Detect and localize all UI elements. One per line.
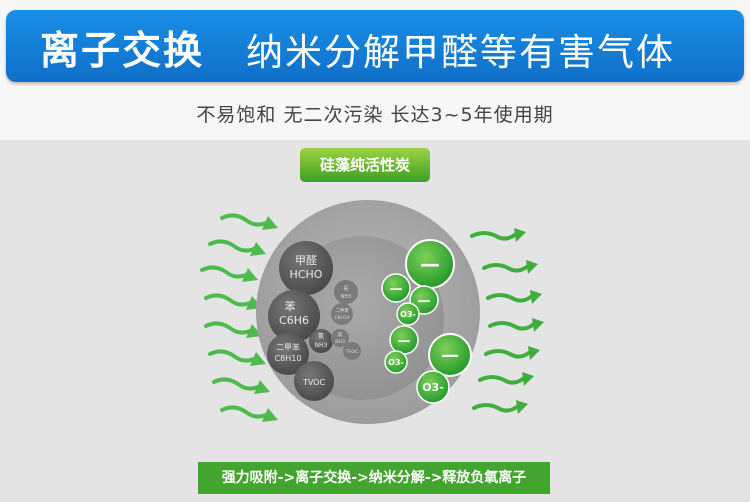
- molecule-c6h6: 苯 C6H6: [268, 290, 320, 342]
- c6h6-label: C6H6: [279, 314, 309, 327]
- banner-title: 离子交换: [40, 29, 205, 74]
- process-bar: 强力吸附->离子交换->纳米分解->释放负氧离子: [198, 462, 550, 494]
- right-arrow-icon: [488, 318, 544, 332]
- ion-o3-label: O3-: [422, 381, 444, 394]
- right-arrow-icon: [470, 228, 526, 242]
- adsorption-illustration: 甲醛 HCHO 苯 C6H6 二甲苯 C8H10 TVOC 氨 NH3: [200, 200, 544, 424]
- incoming-arrows: [200, 213, 278, 422]
- molecule-nh3-small: 氨 NH3: [334, 280, 358, 304]
- small-nh3-label: NH3: [341, 294, 352, 300]
- left-arrow-icon: [204, 293, 262, 310]
- negative-ion-large: —: [428, 333, 472, 377]
- left-arrow-icon: [220, 405, 278, 422]
- ion-minus-label: —: [420, 252, 440, 276]
- ion-minus-label: —: [441, 345, 459, 366]
- negative-ion: —: [409, 285, 439, 315]
- nh3-cn-label: 氨: [318, 332, 324, 340]
- ozone-ion: O3-: [416, 370, 450, 404]
- small-nh3-b-label: NH3: [335, 339, 345, 345]
- c6h6-cn-label: 苯: [285, 299, 296, 313]
- left-arrow-icon: [200, 265, 258, 282]
- left-arrow-icon: [204, 321, 262, 338]
- illustration-section: 甲醛 HCHO 苯 C6H6 二甲苯 C8H10 TVOC 氨 NH3: [0, 140, 750, 502]
- ion-o3-label: O3-: [400, 310, 416, 319]
- left-arrow-icon: [208, 239, 266, 256]
- left-arrow-icon: [212, 377, 270, 394]
- tvoc-label: TVOC: [302, 378, 326, 387]
- right-arrow-icon: [478, 372, 534, 386]
- outgoing-arrows: [470, 228, 544, 414]
- molecule-tvoc-small: TVOC: [343, 342, 361, 360]
- small-nh3-cn-label: 氨: [343, 285, 348, 292]
- ozone-ion: O3-: [384, 350, 408, 374]
- molecule-c8h10-small: 二甲苯 C8H10: [331, 303, 353, 325]
- c8h10-cn-label: 二甲苯: [276, 342, 300, 352]
- molecule-hcho: 甲醛 HCHO: [279, 241, 333, 295]
- negative-ion: —: [381, 273, 411, 303]
- negative-ion-large: —: [405, 239, 455, 289]
- material-label: 硅藻纯活性炭: [300, 148, 430, 182]
- ion-minus-label: —: [398, 334, 411, 349]
- left-arrow-icon: [208, 349, 266, 366]
- molecule-nh3: 氨 NH3: [309, 329, 333, 353]
- small-nh3-b-cn-label: 氨: [338, 331, 343, 338]
- tagline: 不易饱和 无二次污染 长达3~5年使用期: [196, 104, 554, 126]
- ozone-ion: O3-: [396, 302, 420, 326]
- small-tvoc-label: TVOC: [345, 349, 358, 355]
- nh3-label: NH3: [315, 342, 328, 349]
- small-c8h10-cn-label: 二甲苯: [335, 307, 349, 314]
- title-banner: 离子交换 纳米分解甲醛等有害气体: [6, 10, 744, 82]
- right-arrow-icon: [482, 260, 538, 274]
- header-area: 离子交换 纳米分解甲醛等有害气体 不易饱和 无二次污染 长达3~5年使用期: [0, 0, 750, 140]
- right-arrow-icon: [472, 400, 528, 414]
- banner-subtitle: 纳米分解甲醛等有害气体: [246, 31, 675, 74]
- hcho-cn-label: 甲醛: [295, 253, 317, 267]
- right-arrow-icon: [484, 346, 540, 360]
- small-c8h10-label: C8H10: [334, 315, 349, 321]
- ion-minus-label: —: [390, 282, 403, 297]
- ion-minus-label: —: [418, 294, 431, 309]
- molecule-tvoc: TVOC: [294, 361, 334, 401]
- molecule-nh3-small-b: 氨 NH3: [331, 329, 349, 347]
- left-arrow-icon: [220, 213, 278, 230]
- hcho-label: HCHO: [290, 268, 323, 281]
- molecule-c8h10: 二甲苯 C8H10: [267, 333, 309, 375]
- negative-ion: —: [389, 325, 419, 355]
- ion-o3-label: O3-: [388, 358, 404, 367]
- c8h10-label: C8H10: [275, 354, 302, 363]
- right-arrow-icon: [486, 290, 542, 304]
